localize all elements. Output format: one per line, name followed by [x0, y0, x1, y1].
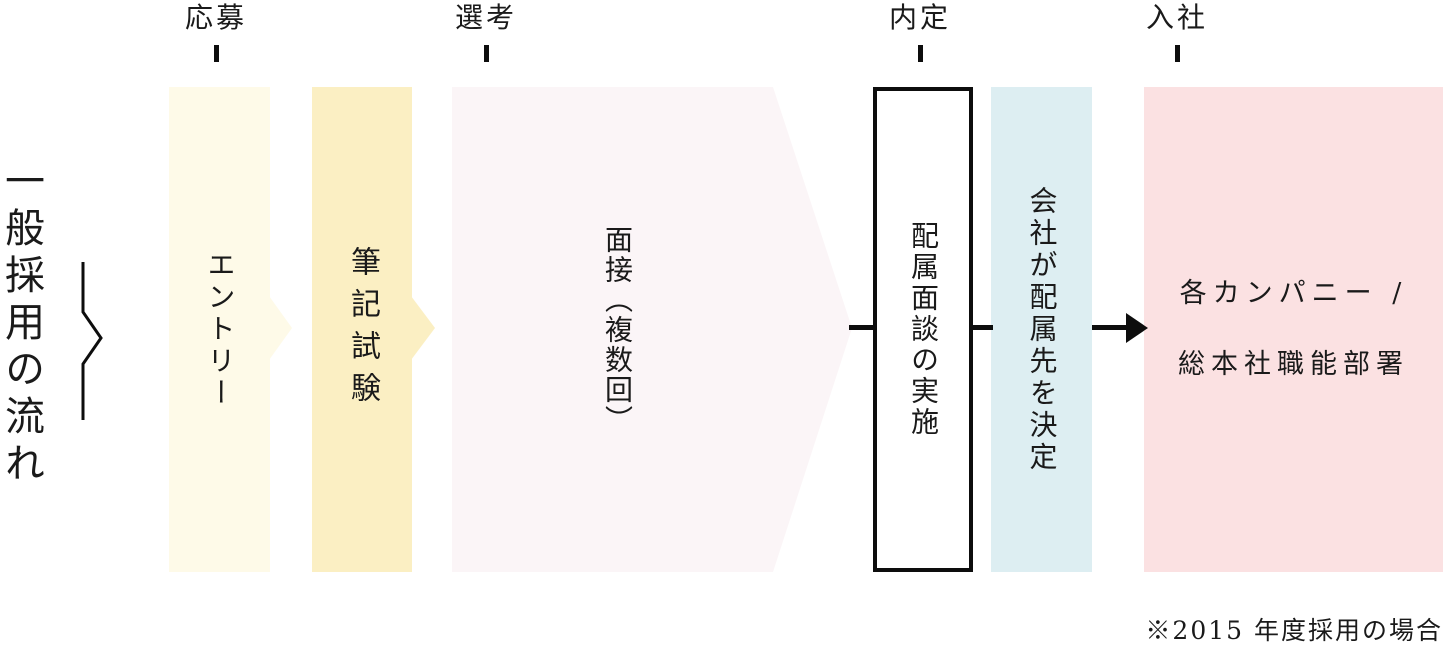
step-assignment-meeting-label: 配属面談の実施	[907, 221, 940, 438]
step-interview: 面接（複数回）	[452, 87, 782, 572]
step-written-exam-label: 筆記試験	[345, 245, 380, 414]
stage-label-offer: 内定	[888, 1, 951, 34]
brace-icon	[81, 262, 103, 420]
chevron-right-icon	[411, 296, 435, 360]
stage-tick-marker	[214, 45, 219, 62]
step-destination-line1: 各カンパニー /	[1179, 278, 1408, 309]
step-destination: 各カンパニー / 総本社職能部署	[1144, 87, 1443, 572]
step-assignment-decision-label: 会社が配属先を決定	[1025, 185, 1059, 474]
arrow-right-icon	[1126, 313, 1148, 343]
stage-tick-marker	[484, 45, 489, 62]
step-assignment-meeting: 配属面談の実施	[873, 87, 973, 572]
step-interview-label: 面接（複数回）	[601, 224, 634, 435]
stage-tick-marker	[918, 45, 923, 62]
chevron-right-icon	[269, 296, 292, 360]
step-entry-label: エントリー	[203, 249, 237, 410]
step-written-exam: 筆記試験	[312, 87, 412, 572]
connector-line	[1092, 325, 1128, 330]
stage-label-join: 入社	[1145, 1, 1208, 34]
diagram-title: 一般採用の流れ	[0, 160, 44, 489]
footnote: ※2015 年度採用の場合	[1145, 616, 1443, 645]
interview-arrow-shape	[452, 87, 852, 572]
stage-label-apply: 応募	[184, 1, 247, 34]
step-entry: エントリー	[169, 87, 270, 572]
connector-line	[971, 325, 993, 330]
stage-tick-marker	[1175, 45, 1180, 62]
connector-line	[849, 325, 875, 330]
step-destination-line2: 総本社職能部署	[1178, 349, 1409, 380]
stage-label-screening: 選考	[454, 1, 517, 34]
step-assignment-decision: 会社が配属先を決定	[991, 87, 1092, 572]
